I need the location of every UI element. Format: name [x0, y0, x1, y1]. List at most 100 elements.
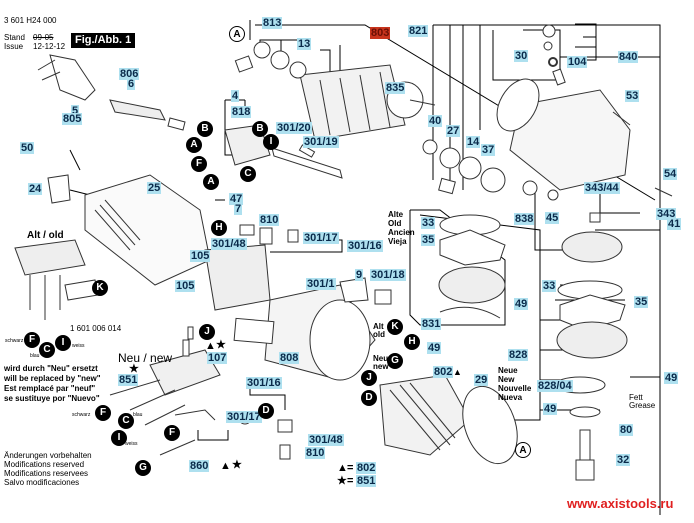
- part-label-13[interactable]: 13: [297, 38, 312, 50]
- part-label-14[interactable]: 14: [466, 136, 481, 148]
- part-label-805[interactable]: 805: [62, 113, 83, 125]
- part-label-33-new[interactable]: 33: [542, 280, 557, 292]
- part-label-37[interactable]: 37: [481, 144, 496, 156]
- part-label-301-18[interactable]: 301/18: [370, 269, 406, 281]
- part-label-301-48[interactable]: 301/48: [211, 238, 247, 250]
- part-label-851[interactable]: 851: [118, 374, 139, 386]
- wire-color-blue-new: blau: [133, 412, 143, 418]
- part-label-35-new[interactable]: 35: [634, 296, 649, 308]
- part-label-810-b[interactable]: 810: [305, 447, 326, 459]
- part-label-104[interactable]: 104: [567, 56, 588, 68]
- neu-label-small: Neu: [373, 354, 389, 363]
- part-label-50[interactable]: 50: [20, 142, 35, 154]
- old-variant-en: Old: [388, 219, 402, 228]
- connector-marker-d: D: [258, 403, 274, 419]
- part-label-838[interactable]: 838: [514, 213, 535, 225]
- part-label-49-b[interactable]: 49: [427, 342, 442, 354]
- part-label-808[interactable]: 808: [279, 352, 300, 364]
- connector-marker-b: B: [197, 121, 213, 137]
- part-label-301-20[interactable]: 301/20: [276, 122, 312, 134]
- part-label-49-a[interactable]: 49: [514, 298, 529, 310]
- clip-part: [47, 174, 71, 204]
- connector-marker-f: F: [95, 405, 111, 421]
- wire-color-white: weiss: [72, 343, 85, 349]
- part-label-53[interactable]: 53: [625, 90, 640, 102]
- part-label-828[interactable]: 828: [508, 349, 529, 361]
- stand-value: 09-05: [33, 33, 54, 42]
- part-label-806[interactable]: 806: [119, 68, 140, 80]
- part-label-802[interactable]: 802: [433, 366, 454, 378]
- part-label-33-old[interactable]: 33: [421, 217, 436, 229]
- part-label-35-old[interactable]: 35: [421, 234, 436, 246]
- part-label-818[interactable]: 818: [231, 106, 252, 118]
- legend-part-851[interactable]: 851: [356, 475, 377, 487]
- wire-color-white-new: weiss: [125, 441, 138, 447]
- part-label-840[interactable]: 840: [618, 51, 639, 63]
- connector-marker-j: J: [361, 370, 377, 386]
- part-label-27[interactable]: 27: [446, 125, 461, 137]
- baffle-part: [462, 385, 518, 465]
- legend-part-802[interactable]: 802: [356, 462, 377, 474]
- connector-marker-g: G: [135, 460, 151, 476]
- part-label-45[interactable]: 45: [545, 212, 560, 224]
- part-label-32[interactable]: 32: [616, 454, 631, 466]
- part-label-5[interactable]: 5: [71, 105, 80, 117]
- part-label-105-b[interactable]: 105: [175, 280, 196, 292]
- star-icon: ★: [129, 363, 139, 375]
- part-label-835[interactable]: 835: [385, 82, 406, 94]
- part-label-80[interactable]: 80: [619, 424, 634, 436]
- part-label-105[interactable]: 105: [190, 250, 211, 262]
- part-label-301-17[interactable]: 301/17: [303, 232, 339, 244]
- part-label-49-d[interactable]: 49: [543, 403, 558, 415]
- part-label-343-44[interactable]: 343/44: [584, 182, 620, 194]
- part-label-860[interactable]: 860: [189, 460, 210, 472]
- old-variant-es: Vieja: [388, 237, 407, 246]
- part-label-41[interactable]: 41: [667, 218, 682, 230]
- part-label-29[interactable]: 29: [474, 374, 489, 386]
- part-label-301-16-b[interactable]: 301/16: [246, 377, 282, 389]
- cord-sleeve-part: [109, 99, 166, 121]
- part-label-831[interactable]: 831: [421, 318, 442, 330]
- part-label-24[interactable]: 24: [28, 183, 43, 195]
- cord-part: [167, 117, 186, 131]
- part-label-47[interactable]: 47: [229, 193, 244, 205]
- part-label-7[interactable]: 7: [234, 203, 243, 215]
- connector-marker-i: I: [263, 134, 279, 150]
- connector-marker-b: B: [252, 121, 268, 137]
- part-label-25[interactable]: 25: [147, 182, 162, 194]
- frame-right: [433, 24, 661, 515]
- part-label-810[interactable]: 810: [259, 214, 280, 226]
- part-label-54[interactable]: 54: [663, 168, 678, 180]
- part-label-9[interactable]: 9: [355, 269, 364, 281]
- part-label-821[interactable]: 821: [408, 25, 429, 37]
- replacement-note-es: se sustituye por "Nuevo": [4, 394, 100, 403]
- modifications-note-en: Modifications reserved: [4, 460, 85, 469]
- switch-rod-part: [271, 147, 343, 179]
- part-label-301-48-b[interactable]: 301/48: [308, 434, 344, 446]
- bevel-gear-part: [561, 231, 623, 263]
- part-label-301-19[interactable]: 301/19: [303, 136, 339, 148]
- part-label-301-16[interactable]: 301/16: [347, 240, 383, 252]
- alt-label-small: Alt: [373, 322, 384, 331]
- part-label-107[interactable]: 107: [207, 352, 228, 364]
- part-label-301-1[interactable]: 301/1: [306, 278, 336, 290]
- part-label-828-04[interactable]: 828/04: [537, 380, 573, 392]
- connector-marker-f: F: [164, 425, 180, 441]
- part-label-803[interactable]: 803: [370, 27, 391, 39]
- part-label-813[interactable]: 813: [262, 17, 283, 29]
- part-label-40[interactable]: 40: [428, 115, 443, 127]
- connector-marker-j: J: [199, 324, 215, 340]
- part-label-49-c[interactable]: 49: [664, 372, 679, 384]
- part-label-4[interactable]: 4: [231, 90, 240, 102]
- connector-marker-a: A: [229, 26, 245, 42]
- old-box: [409, 209, 506, 326]
- connector-marker-f: F: [191, 156, 207, 172]
- part-label-301-17-b[interactable]: 301/17: [226, 411, 262, 423]
- brush-holder-part: [204, 244, 271, 311]
- watermark-url[interactable]: www.axistools.ru: [567, 496, 674, 511]
- legend-star-icon: ★: [337, 475, 347, 487]
- part-label-6[interactable]: 6: [127, 78, 136, 90]
- part-label-343[interactable]: 343: [656, 208, 677, 220]
- replacement-note-de: wird durch "Neu" ersetzt: [4, 364, 98, 373]
- part-label-30[interactable]: 30: [514, 50, 529, 62]
